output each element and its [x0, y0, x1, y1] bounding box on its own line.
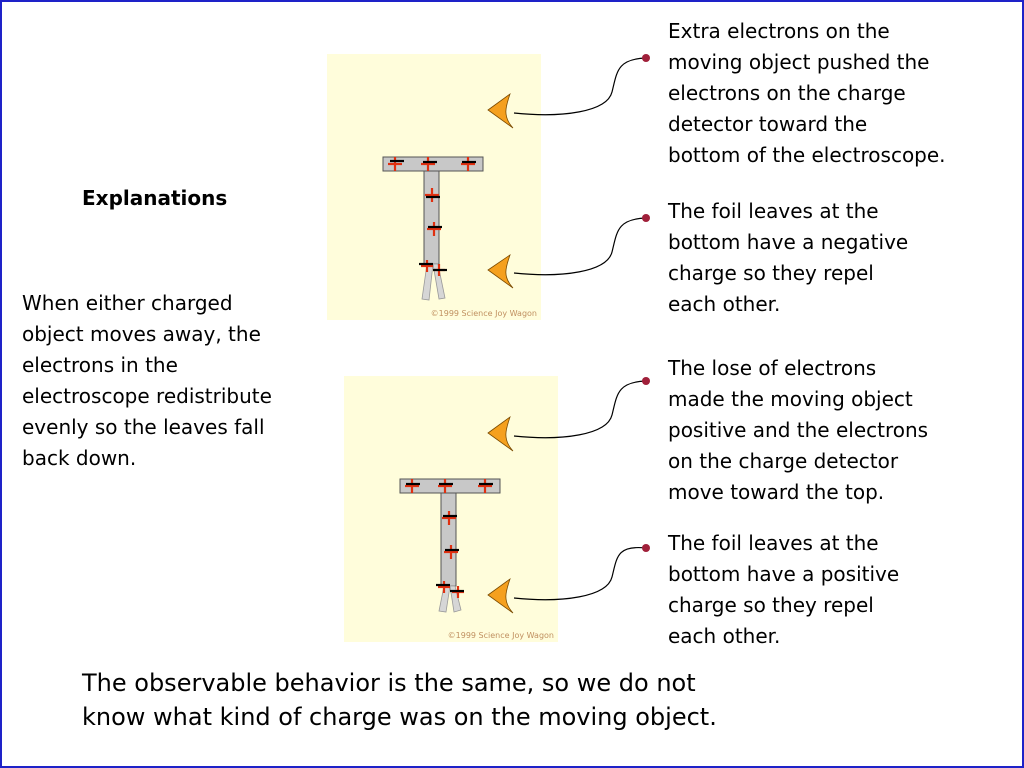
charge-signs-top [388, 157, 476, 276]
arrow-pointer-icon [487, 415, 514, 452]
slide-heading: Explanations [82, 186, 228, 210]
explanation-text: When either charged object moves away, t… [22, 291, 272, 470]
arrow-pointer-icon [487, 92, 514, 129]
copyright-label: ©1999 Science Joy Wagon [447, 631, 554, 640]
callout-line-3 [513, 380, 647, 439]
callout-note-2: The foil leaves at the bottom have a neg… [668, 199, 909, 316]
callout-note-1: Extra electrons on the moving object pus… [668, 19, 946, 167]
callout-line-4 [513, 546, 647, 601]
electroscope-diagram-bottom [399, 478, 501, 613]
arrow-pointer-icon [487, 577, 514, 614]
electroscope-diagram-top [382, 156, 484, 301]
callout-note-4: The foil leaves at the bottom have a pos… [668, 531, 900, 648]
conclusion-text: The observable behavior is the same, so … [82, 669, 717, 731]
electroscope-panel-bottom: ©1999 Science Joy Wagon [344, 376, 558, 642]
charge-signs-bottom [405, 479, 493, 598]
callout-dot-icon [642, 214, 650, 222]
callout-dot-icon [642, 377, 650, 385]
arrow-pointer-icon [487, 254, 514, 289]
callout-dot-icon [642, 544, 650, 552]
callout-line-2 [513, 217, 647, 276]
callout-dot-icon [642, 54, 650, 62]
callout-line-1 [513, 57, 647, 116]
callout-note-3: The lose of electrons made the moving ob… [668, 356, 929, 504]
copyright-label: ©1999 Science Joy Wagon [430, 309, 537, 318]
